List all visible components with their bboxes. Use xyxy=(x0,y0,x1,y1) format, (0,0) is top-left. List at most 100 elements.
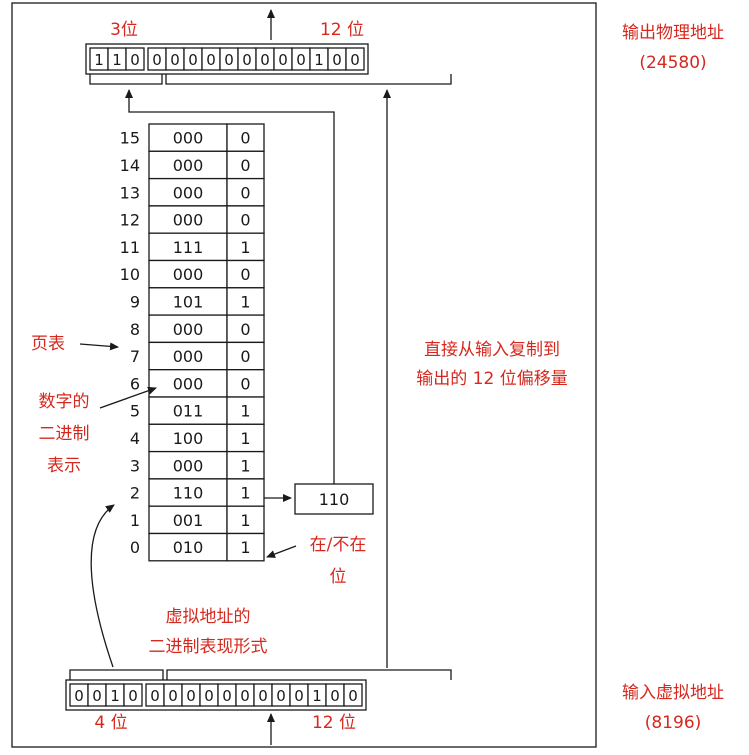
page-table-present-cell xyxy=(226,505,265,535)
page-table-index: 3 xyxy=(130,456,140,475)
page-table-frame-number: 000 xyxy=(173,265,204,284)
page-table-frame-number: 000 xyxy=(173,347,204,366)
page-table-frame-cell xyxy=(148,205,228,234)
page-table-frame-number: 000 xyxy=(173,320,204,339)
page-table-present-cell xyxy=(226,369,265,398)
input-bit: 0 xyxy=(186,687,196,705)
input-bit: 1 xyxy=(110,687,120,705)
page-table-present-bit: 0 xyxy=(240,320,250,339)
page-table-present-cell xyxy=(226,314,265,344)
page-table-label: 页表 xyxy=(31,334,65,354)
input-high-brace xyxy=(69,669,164,680)
page-table-frame-number: 000 xyxy=(173,129,204,148)
frame-to-output-arrow xyxy=(125,89,335,484)
output-bit: 0 xyxy=(242,51,252,69)
page-table-frame-cell xyxy=(148,259,228,289)
output-bit: 0 xyxy=(224,51,234,69)
binary-repr-note-2: 二进制 xyxy=(39,424,90,444)
page-table-present-bit: 0 xyxy=(240,183,250,202)
input-virtual-address-value: (8196) xyxy=(645,713,702,733)
input-bit: 0 xyxy=(128,687,138,705)
output-low-bits-label: 12 位 xyxy=(320,20,364,40)
input-bit: 0 xyxy=(330,687,340,705)
input-bit: 0 xyxy=(222,687,232,705)
page-table-present-bit: 1 xyxy=(240,538,250,557)
input-bit: 0 xyxy=(240,687,250,705)
input-bit: 1 xyxy=(312,687,322,705)
page-table-frame-cell xyxy=(148,123,228,152)
offset-copy-note-2: 输出的 12 位偏移量 xyxy=(416,369,567,389)
page-table-present-cell xyxy=(226,532,265,562)
page-table-present-bit: 1 xyxy=(240,511,250,530)
binary-repr-arrow xyxy=(99,386,157,409)
output-bit: 0 xyxy=(206,51,216,69)
page-table-present-cell xyxy=(226,205,265,234)
input-bit: 0 xyxy=(74,687,84,705)
page-table-frame-number: 000 xyxy=(173,211,204,230)
page-table-present-bit: 1 xyxy=(240,402,250,421)
output-physical-address-value: (24580) xyxy=(639,53,706,73)
input-low-bits-label: 12 位 xyxy=(312,713,356,733)
page-table-index: 14 xyxy=(120,156,140,175)
page-table-frame-number: 000 xyxy=(173,456,204,475)
page-table-index: 4 xyxy=(130,429,140,448)
output-bit: 0 xyxy=(296,51,306,69)
page-table-frame-number: 011 xyxy=(173,402,204,421)
output-bit-cell xyxy=(125,47,145,71)
page-table-frame-cell xyxy=(148,150,228,180)
input-bit: 0 xyxy=(348,687,358,705)
page-table-label-arrow xyxy=(79,342,119,351)
page-table-frame-cell xyxy=(148,532,228,562)
output-bit: 0 xyxy=(260,51,270,69)
page-table-frame-cell xyxy=(148,287,228,316)
input-bit: 0 xyxy=(258,687,268,705)
page-table-index: 2 xyxy=(130,484,140,503)
page-table-frame-number: 100 xyxy=(173,429,204,448)
virtual-binary-note-2: 二进制表现形式 xyxy=(149,637,268,657)
output-bit: 0 xyxy=(152,51,162,69)
page-table-present-bit: 0 xyxy=(240,129,250,148)
page-table-present-cell xyxy=(226,423,265,453)
page-table-frame-number: 001 xyxy=(173,511,204,530)
page-table-index: 12 xyxy=(120,211,140,230)
virtual-binary-note-1: 虚拟地址的 xyxy=(166,607,251,627)
input-bit-cell xyxy=(343,683,363,707)
page-number-to-entry-arrow xyxy=(90,504,115,668)
page-table-present-cell xyxy=(226,259,265,289)
diagram-frame xyxy=(11,2,597,748)
page-table-index: 0 xyxy=(130,538,140,557)
page-table-present-bit: 0 xyxy=(240,211,250,230)
page-table-index: 9 xyxy=(130,292,140,311)
input-bit: 0 xyxy=(294,687,304,705)
page-table-present-cell xyxy=(226,450,265,480)
present-bit-arrow xyxy=(266,545,297,558)
output-bit: 1 xyxy=(314,51,324,69)
output-bit: 0 xyxy=(170,51,180,69)
input-bit-cell xyxy=(123,683,143,707)
page-table-index: 6 xyxy=(130,374,140,393)
input-bit: 0 xyxy=(92,687,102,705)
page-table-frame-number: 000 xyxy=(173,183,204,202)
output-bit: 1 xyxy=(112,51,122,69)
output-bit-cell xyxy=(345,47,365,71)
page-table-present-bit: 1 xyxy=(240,456,250,475)
page-table-frame-number: 000 xyxy=(173,156,204,175)
output-bit: 0 xyxy=(278,51,288,69)
page-table-present-bit: 0 xyxy=(240,265,250,284)
offset-copy-note-1: 直接从输入复制到 xyxy=(424,340,560,360)
input-bit: 0 xyxy=(150,687,160,705)
page-table-frame-number: 111 xyxy=(173,238,204,257)
present-bit-note-2: 位 xyxy=(330,567,347,587)
selected-frame-box xyxy=(294,483,374,515)
page-table-present-cell xyxy=(226,177,265,207)
selected-frame-value: 110 xyxy=(319,490,350,509)
output-low-brace xyxy=(165,74,452,85)
page-table-present-bit: 0 xyxy=(240,156,250,175)
page-table-index: 5 xyxy=(130,402,140,421)
page-table-index: 7 xyxy=(130,347,140,366)
page-table-index: 1 xyxy=(130,511,140,530)
